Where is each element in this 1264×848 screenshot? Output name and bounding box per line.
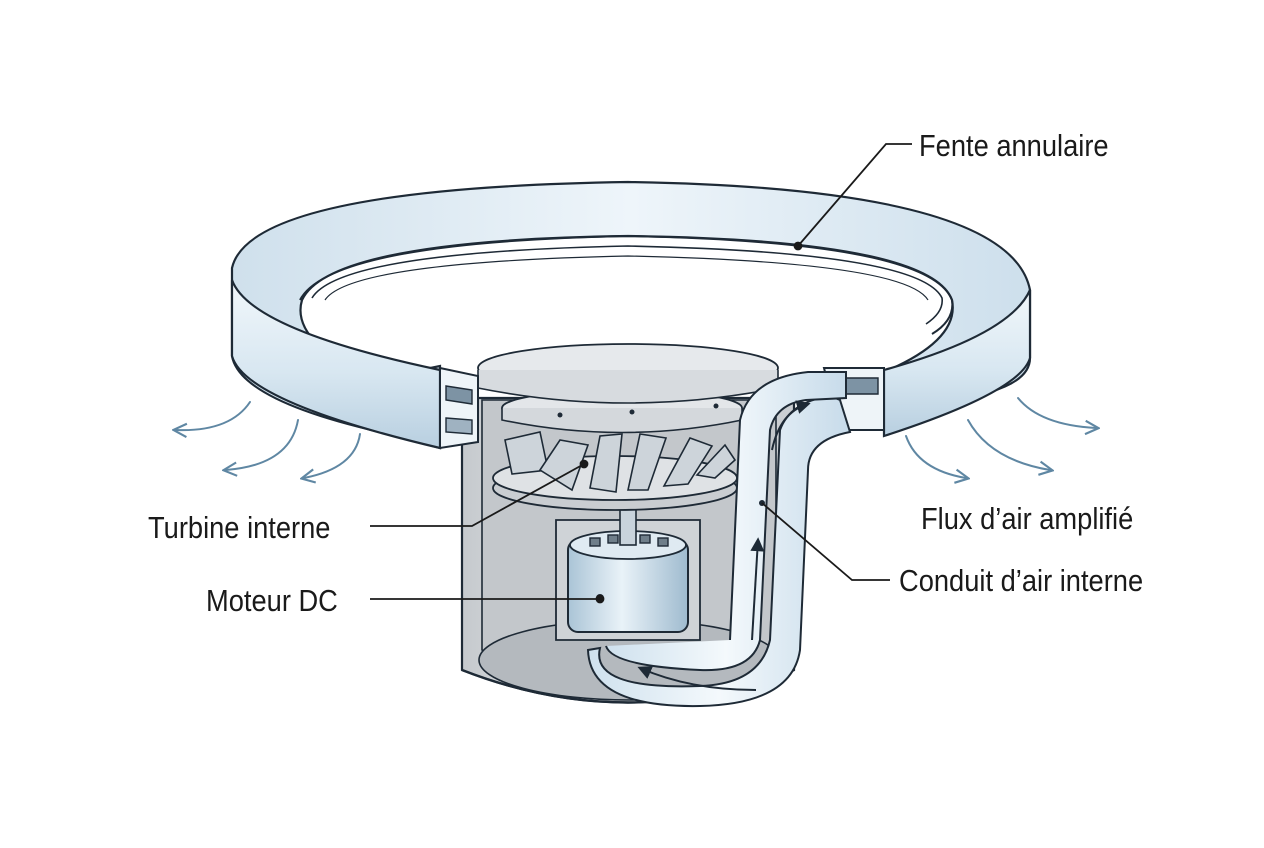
internal-turbine bbox=[477, 343, 779, 511]
internal-air-duct bbox=[586, 371, 852, 708]
label-amplified-airflow: Flux d’air amplifié bbox=[921, 501, 1134, 536]
annular-ring bbox=[230, 180, 1032, 450]
dc-motor bbox=[555, 500, 701, 641]
leader-lines bbox=[370, 143, 912, 604]
label-internal-air-duct: Conduit d’air interne bbox=[899, 563, 1144, 598]
leader-slot bbox=[797, 143, 912, 247]
ring-cross-section-left bbox=[439, 366, 479, 450]
label-annular-slot: Fente annulaire bbox=[919, 128, 1109, 163]
label-internal-turbine: Turbine interne bbox=[148, 510, 331, 545]
leader-duct bbox=[761, 502, 890, 581]
leader-turbine bbox=[370, 463, 585, 527]
label-dc-motor: Moteur DC bbox=[206, 583, 338, 618]
amplified-airflow-arrows bbox=[176, 397, 1096, 478]
